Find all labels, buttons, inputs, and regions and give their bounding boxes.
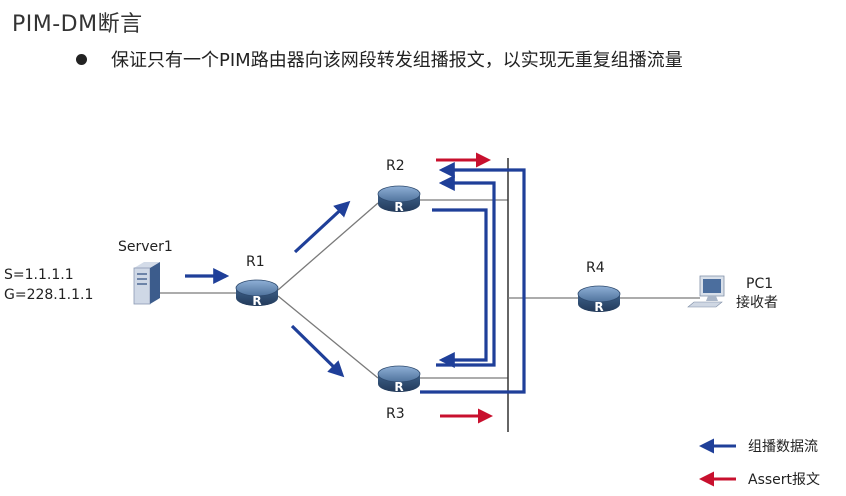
server-icon xyxy=(133,262,160,305)
pc-icon xyxy=(687,275,725,308)
router-letter: R xyxy=(252,294,261,308)
flow-r1-to-r3-arrow xyxy=(290,324,345,378)
group-address-label: G=228.1.1.1 xyxy=(4,287,93,303)
router-r1-icon: R xyxy=(235,279,279,308)
source-address-label: S=1.1.1.1 xyxy=(4,267,74,283)
bullet-dot-icon xyxy=(76,53,87,65)
assert-messages xyxy=(436,152,493,424)
router-r3-label: R3 xyxy=(386,406,405,422)
flow-r1-to-r2-arrow xyxy=(293,200,351,254)
server-label: Server1 xyxy=(118,239,173,255)
router-r1-label: R1 xyxy=(246,254,265,270)
router-r4-label: R4 xyxy=(586,260,605,276)
router-r2-icon: R xyxy=(377,185,421,214)
router-letter: R xyxy=(394,200,403,214)
router-letter: R xyxy=(394,380,403,394)
link-r1-r2 xyxy=(277,202,379,291)
bullet-point: 保证只有一个PIM路由器向该网段转发组播报文，以实现无重复组播流量 xyxy=(76,46,683,72)
legend-multicast-label: 组播数据流 xyxy=(748,439,818,455)
flow-r3-to-r2-arrow xyxy=(436,175,496,367)
flow-r3-to-segment xyxy=(420,162,526,394)
router-r4-icon: R xyxy=(577,285,621,314)
link-r1-r3 xyxy=(277,295,379,379)
page-title: PIM-DM断言 xyxy=(12,12,143,37)
links xyxy=(160,158,700,432)
router-r2-label: R2 xyxy=(386,158,405,174)
router-letter: R xyxy=(594,300,603,314)
flow-r2-to-r3-path xyxy=(432,208,488,368)
legend-assert-label: Assert报文 xyxy=(748,472,820,488)
multicast-flows xyxy=(185,162,526,394)
flow-r2-to-r3-arrow xyxy=(432,210,488,365)
receiver-label: 接收者 xyxy=(736,294,778,311)
bullet-text: 保证只有一个PIM路由器向该网段转发组播报文，以实现无重复组播流量 xyxy=(111,50,683,71)
pc1-label: PC1 xyxy=(746,276,773,292)
router-r3-icon: R xyxy=(377,365,421,394)
legend: 组播数据流 Assert报文 xyxy=(699,438,820,488)
